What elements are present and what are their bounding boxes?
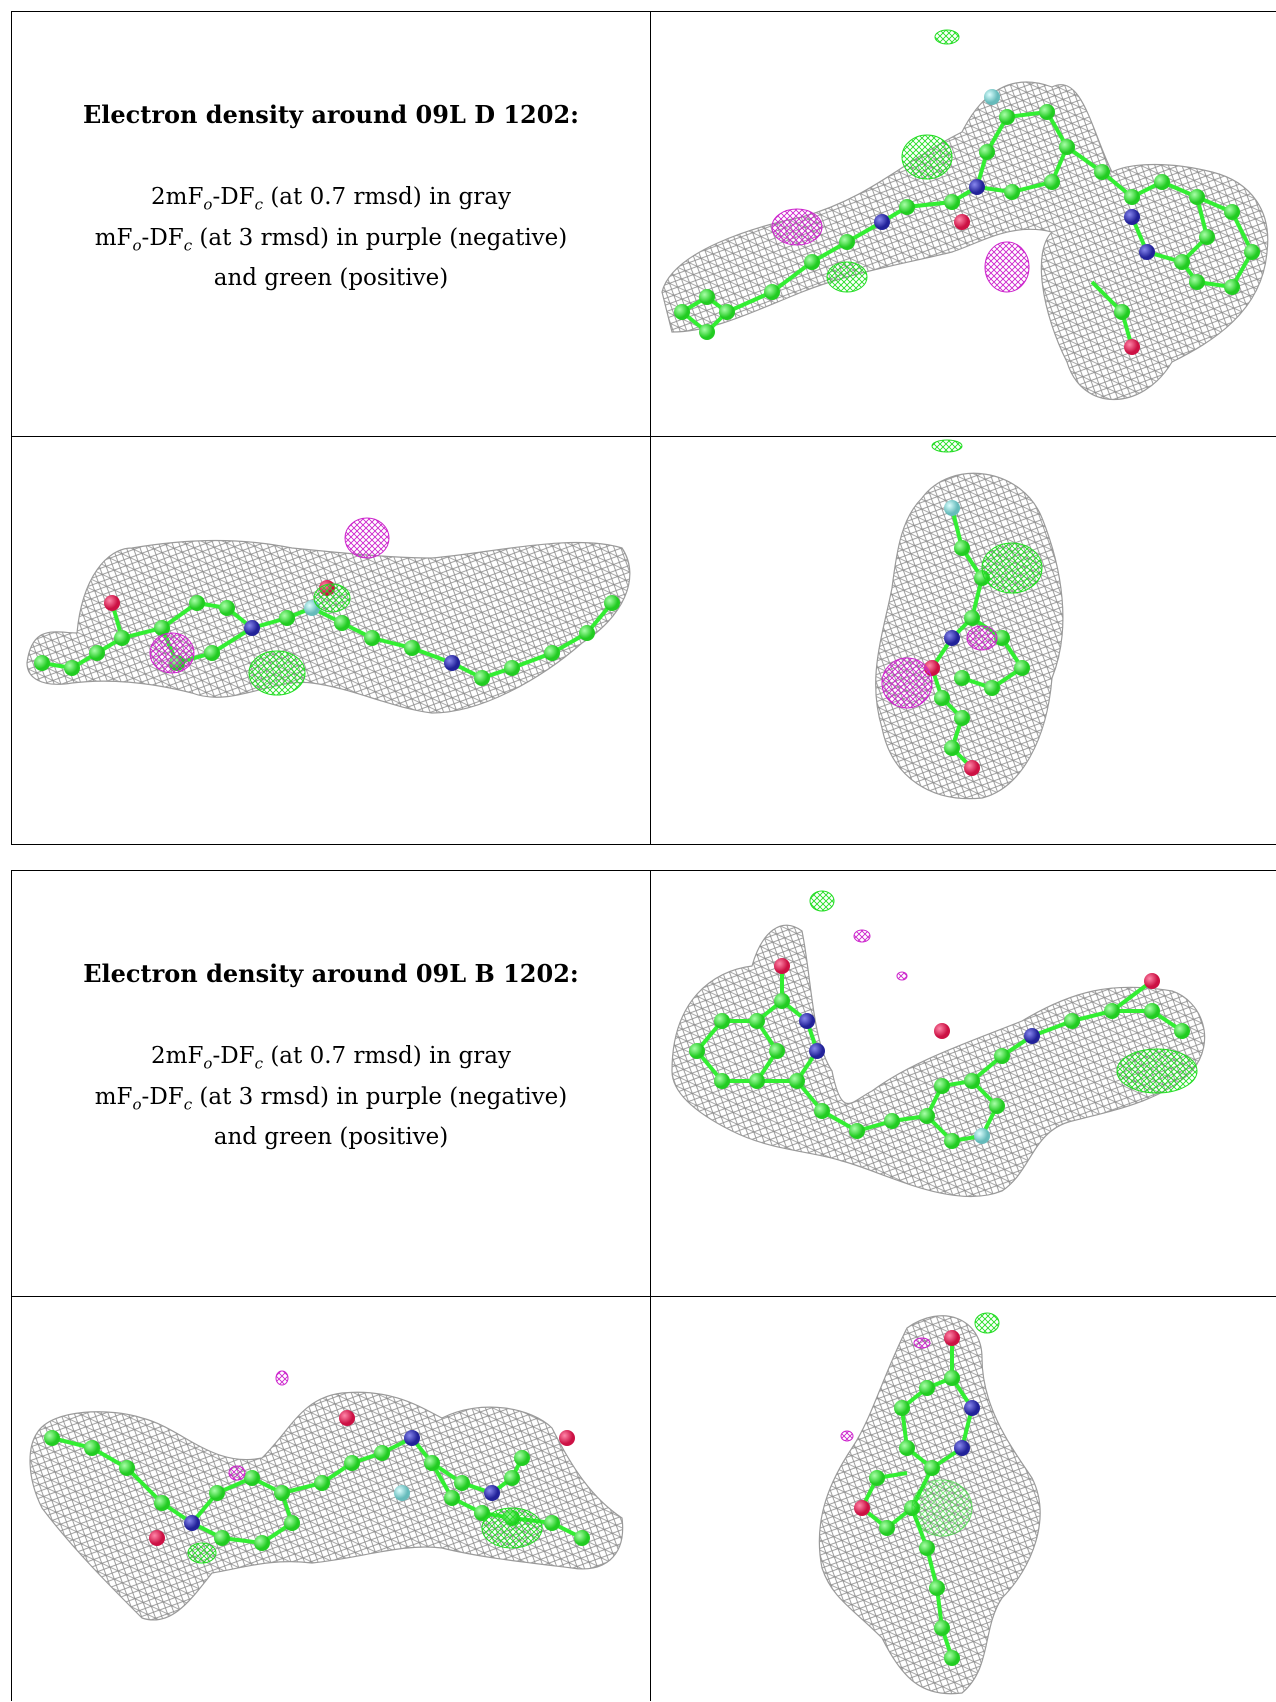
electron-density-image: [875, 439, 1064, 800]
gray-2fofc-mesh: [29, 1391, 624, 1621]
negative-density-blob: [881, 657, 933, 709]
electron-density-image: [818, 1312, 1041, 1695]
column-divider: [650, 871, 651, 1701]
density-view-bottom-left: [12, 1298, 649, 1702]
ligand-atoms: [674, 89, 1260, 355]
density-view-bottom-left: [12, 438, 649, 844]
density-view-top-right: [652, 12, 1276, 436]
panel-title: Electron density around 09L D 1202:: [82, 100, 580, 129]
negative-density-blob: [149, 632, 195, 674]
ligand-atoms: [924, 500, 1030, 776]
panel-title: Electron density around 09L B 1202:: [83, 959, 579, 988]
gray-2fofc-mesh: [671, 924, 1206, 1198]
legend-text: 2mFo-DFc (at 0.7 rmsd) in gray mFo-DFc (…: [12, 1040, 650, 1154]
positive-density-blob: [187, 1542, 217, 1564]
positive-density-blob: [826, 261, 868, 293]
ligand-atoms: [854, 1330, 980, 1666]
negative-density-blob: [984, 241, 1030, 293]
positive-density-blob: [901, 134, 953, 180]
legend-text: 2mFo-DFc (at 0.7 rmsd) in gray mFo-DFc (…: [12, 181, 650, 295]
positive-density-blob: [931, 439, 963, 453]
positive-density-blob: [1116, 1048, 1198, 1094]
gray-2fofc-mesh: [661, 81, 1269, 401]
caption-cell: Electron density around 09L B 1202: 2mFo…: [12, 959, 650, 1154]
negative-density-blob: [966, 625, 998, 651]
positive-density-blob: [934, 29, 960, 45]
negative-density-blob: [344, 517, 390, 559]
legend-green-line: and green (positive): [213, 265, 449, 292]
legend-fofc-line: mFo-DFc (at 3 rmsd) in purple (negative): [94, 1083, 568, 1114]
density-view-bottom-right: [652, 438, 1276, 844]
positive-density-blob: [911, 1479, 973, 1537]
negative-density-blob: [913, 1337, 931, 1349]
negative-density-blob: [771, 208, 823, 246]
density-table-d: Electron density around 09L D 1202: 2mFo…: [11, 11, 1276, 845]
legend-2fofc-line: 2mFo-DFc (at 0.7 rmsd) in gray: [151, 184, 511, 214]
legend-green-line: and green (positive): [213, 1124, 449, 1151]
caption-cell: Electron density around 09L D 1202: 2mFo…: [12, 100, 650, 295]
density-view-top-right: [652, 871, 1276, 1296]
negative-density-blob: [840, 1430, 854, 1442]
electron-density-image: [29, 1370, 624, 1621]
electron-density-image: [661, 29, 1269, 401]
ligand-atoms: [689, 958, 1190, 1149]
negative-density-blob: [853, 929, 871, 943]
negative-density-blob: [275, 1370, 289, 1386]
density-table-b: Electron density around 09L B 1202: 2mFo…: [11, 870, 1276, 1701]
negative-density-blob: [896, 971, 908, 981]
positive-density-blob: [313, 583, 351, 613]
column-divider: [650, 12, 651, 844]
negative-density-blob: [228, 1465, 246, 1481]
positive-density-blob: [481, 1507, 543, 1549]
positive-density-blob: [809, 890, 835, 912]
ligand-atoms: [34, 580, 620, 686]
ligand-atoms: [44, 1410, 590, 1551]
legend-fofc-line: mFo-DFc (at 3 rmsd) in purple (negative): [94, 224, 568, 255]
legend-2fofc-line: 2mFo-DFc (at 0.7 rmsd) in gray: [151, 1043, 511, 1073]
electron-density-image: [671, 890, 1206, 1198]
positive-density-blob: [248, 650, 306, 696]
positive-density-blob: [974, 1312, 1000, 1334]
density-view-bottom-right: [652, 1298, 1276, 1702]
positive-density-blob: [981, 542, 1043, 594]
row-divider: [12, 1296, 1276, 1297]
row-divider: [12, 436, 1276, 437]
electron-density-image: [26, 517, 631, 714]
